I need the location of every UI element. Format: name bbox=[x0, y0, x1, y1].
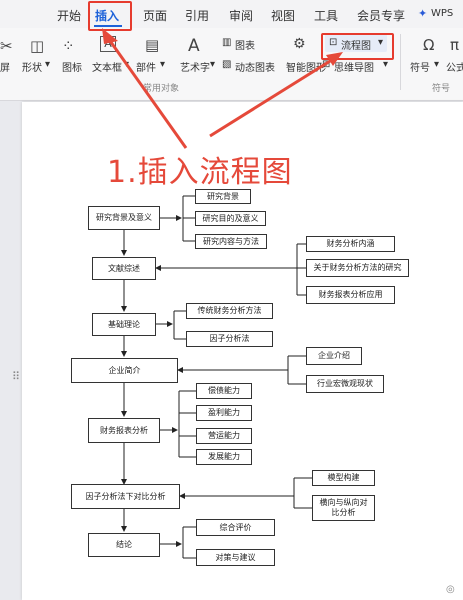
insert-tab-highlight bbox=[88, 1, 132, 31]
group-label-symbol: 符号 bbox=[432, 84, 451, 94]
tab-view[interactable]: 视图 bbox=[271, 9, 296, 23]
group-divider bbox=[400, 34, 401, 90]
branch-node[interactable]: 营运能力 bbox=[196, 428, 252, 444]
branch-node[interactable]: 企业介绍 bbox=[306, 347, 362, 365]
tab-tools[interactable]: 工具 bbox=[314, 9, 339, 23]
branch-node[interactable]: 研究背景 bbox=[195, 189, 251, 204]
node-basic-theory[interactable]: 基础理论 bbox=[92, 313, 156, 336]
ribbon-tab-bar: 开始 插入 页面 引用 审阅 视图 工具 会员专享 ✦ WPS bbox=[0, 0, 463, 29]
tab-page[interactable]: 页面 bbox=[143, 9, 168, 23]
flowchart-icon: ⊡ bbox=[329, 37, 338, 48]
drag-handle-icon[interactable]: ⠿ bbox=[12, 370, 21, 383]
branch-node[interactable]: 财务报表分析应用 bbox=[306, 286, 395, 304]
shape-dropdown-icon[interactable]: ▾ bbox=[45, 59, 51, 70]
part-button[interactable]: 部件 bbox=[136, 63, 156, 74]
branch-node[interactable]: 综合评价 bbox=[196, 519, 275, 536]
flowchart-highlight bbox=[321, 33, 394, 60]
tab-insert[interactable]: 插入 bbox=[95, 9, 120, 23]
branch-node[interactable]: 行业宏微观现状 bbox=[306, 375, 384, 393]
node-literature-review[interactable]: 文献综述 bbox=[92, 257, 156, 280]
node-factor-analysis[interactable]: 因子分析法下对比分析 bbox=[71, 484, 180, 509]
shape-icon[interactable]: ◫ bbox=[30, 37, 45, 55]
tab-home[interactable]: 开始 bbox=[57, 9, 82, 23]
art-text-icon[interactable]: A bbox=[188, 36, 200, 56]
branch-node[interactable]: 模型构建 bbox=[312, 470, 375, 486]
scissors-icon[interactable]: ✂ bbox=[0, 37, 13, 55]
icon-library-icon[interactable]: ⁘ bbox=[62, 37, 75, 55]
resize-icon[interactable]: ◎ bbox=[446, 584, 455, 595]
dynamic-chart-icon[interactable]: ▧ bbox=[222, 59, 232, 70]
formula-partial-button[interactable]: 公式 bbox=[446, 63, 463, 74]
node-conclusion[interactable]: 结论 bbox=[88, 533, 160, 557]
active-tab-underline bbox=[94, 25, 122, 27]
annotation-insert-flowchart: 1.插入流程图 bbox=[107, 155, 293, 190]
branch-node[interactable]: 偿债能力 bbox=[196, 383, 252, 399]
formula-icon[interactable]: π bbox=[450, 36, 460, 54]
tab-review[interactable]: 审阅 bbox=[229, 9, 254, 23]
shape-button[interactable]: 形状 bbox=[22, 63, 42, 74]
node-research-background[interactable]: 研究背景及意义 bbox=[88, 206, 160, 230]
node-financial-analysis[interactable]: 财务报表分析 bbox=[88, 418, 160, 443]
flowchart-label: 流程图 bbox=[341, 41, 371, 52]
document-page bbox=[22, 102, 463, 600]
chart-button[interactable]: 图表 bbox=[235, 41, 255, 52]
branch-node[interactable]: 因子分析法 bbox=[186, 331, 273, 347]
branch-node[interactable]: 对策与建议 bbox=[196, 549, 275, 566]
symbol-button[interactable]: 符号 bbox=[410, 63, 430, 74]
mindmap-button[interactable]: 思维导图 bbox=[334, 63, 374, 74]
group-label-common: 常用对象 bbox=[143, 84, 180, 94]
part-dropdown-icon[interactable]: ▾ bbox=[160, 59, 166, 70]
tab-references[interactable]: 引用 bbox=[185, 9, 210, 23]
smart-graphic-icon[interactable]: ⚙ bbox=[293, 36, 306, 52]
branch-node[interactable]: 盈利能力 bbox=[196, 405, 252, 421]
dynamic-chart-button[interactable]: 动态图表 bbox=[235, 63, 275, 74]
tab-member[interactable]: 会员专享 bbox=[357, 9, 406, 23]
node-company-intro[interactable]: 企业简介 bbox=[71, 358, 178, 383]
branch-node[interactable]: 研究内容与方法 bbox=[195, 234, 267, 249]
branch-node[interactable]: 关于财务分析方法的研究 bbox=[306, 259, 409, 277]
branch-node[interactable]: 传统财务分析方法 bbox=[186, 303, 273, 319]
flowchart-dropdown-icon: ▾ bbox=[378, 37, 384, 48]
symbol-dropdown-icon[interactable]: ▾ bbox=[434, 59, 440, 70]
chart-icon[interactable]: ▥ bbox=[222, 37, 232, 48]
art-text-dropdown-icon[interactable]: ▾ bbox=[210, 59, 216, 70]
art-text-button[interactable]: 艺术字 bbox=[180, 63, 210, 74]
branch-node[interactable]: 研究目的及意义 bbox=[195, 211, 266, 226]
part-icon[interactable]: ▤ bbox=[145, 36, 160, 54]
mindmap-dropdown-icon[interactable]: ▾ bbox=[383, 59, 389, 70]
branch-node[interactable]: 发展能力 bbox=[196, 449, 252, 465]
branch-node[interactable]: 横向与纵向对比分析 bbox=[312, 495, 375, 521]
textbox-button[interactable]: 文本框 bbox=[92, 63, 122, 74]
tab-wps[interactable]: WPS bbox=[431, 8, 454, 19]
smart-graphic-button[interactable]: 智能图形 bbox=[286, 63, 326, 74]
icon-button[interactable]: 图标 bbox=[62, 63, 82, 74]
symbol-icon[interactable]: Ω bbox=[423, 36, 435, 54]
branch-node[interactable]: 财务分析内涵 bbox=[306, 236, 395, 252]
screenshot-partial-button[interactable]: 屏 bbox=[0, 63, 10, 74]
wps-ai-icon[interactable]: ✦ bbox=[418, 7, 428, 20]
flowchart-button[interactable]: ⊡ 流程图 ▾ bbox=[325, 34, 387, 52]
